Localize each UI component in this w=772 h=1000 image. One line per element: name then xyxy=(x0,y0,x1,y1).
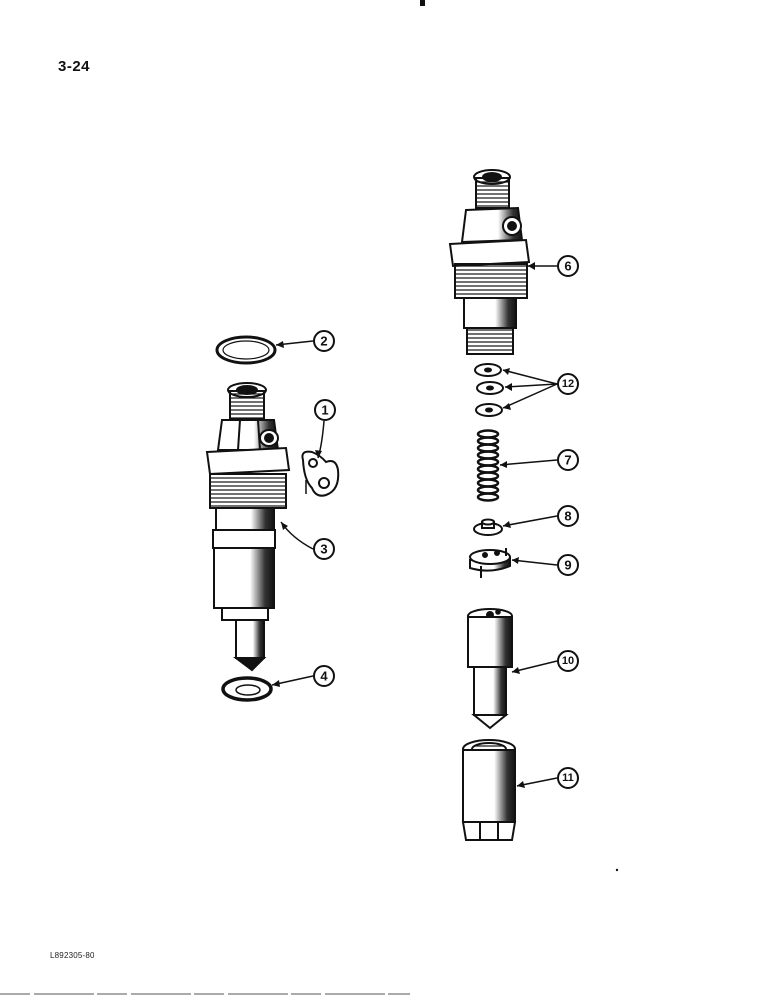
nozzle-retaining-nut-part xyxy=(461,739,517,841)
sealing-ring-part xyxy=(215,335,277,365)
callout-12-label: 12 xyxy=(562,378,574,390)
callout-2: 2 xyxy=(313,330,335,352)
callout-2-label: 2 xyxy=(320,334,327,349)
spring-seat-part xyxy=(473,518,503,536)
injector-assembly-part xyxy=(205,382,291,672)
callout-10-label: 10 xyxy=(562,655,574,667)
callout-4: 4 xyxy=(313,665,335,687)
callout-8: 8 xyxy=(557,505,579,527)
callout-1: 1 xyxy=(314,399,336,421)
callout-9-label: 9 xyxy=(564,558,571,573)
nozzle-part xyxy=(467,608,513,730)
spring-part xyxy=(476,429,500,502)
callout-4-label: 4 xyxy=(320,669,328,684)
callout-11-label: 11 xyxy=(562,772,574,784)
leader-lines xyxy=(271,265,558,787)
callout-3-label: 3 xyxy=(320,542,327,557)
page-number: 3-24 xyxy=(58,58,91,75)
figure-id: L892305-80 xyxy=(50,951,95,960)
injector-gasket-plate-part xyxy=(301,450,340,497)
washer-part xyxy=(221,676,273,702)
callout-9: 9 xyxy=(557,554,579,576)
top-mark xyxy=(420,0,425,6)
callout-6-label: 6 xyxy=(564,259,571,274)
callout-7-label: 7 xyxy=(564,453,571,468)
speck xyxy=(615,868,619,872)
callout-7: 7 xyxy=(557,449,579,471)
callout-10: 10 xyxy=(557,650,579,672)
callout-1-label: 1 xyxy=(321,403,328,418)
injector-holder-body-part xyxy=(448,169,531,355)
intermediate-plate-part xyxy=(469,548,511,578)
callout-11: 11 xyxy=(557,767,579,789)
callout-12: 12 xyxy=(557,373,579,395)
callout-6: 6 xyxy=(557,255,579,277)
callout-8-label: 8 xyxy=(564,509,571,524)
arrow-heads xyxy=(272,262,535,788)
shims-part xyxy=(474,363,504,417)
callout-3: 3 xyxy=(313,538,335,560)
